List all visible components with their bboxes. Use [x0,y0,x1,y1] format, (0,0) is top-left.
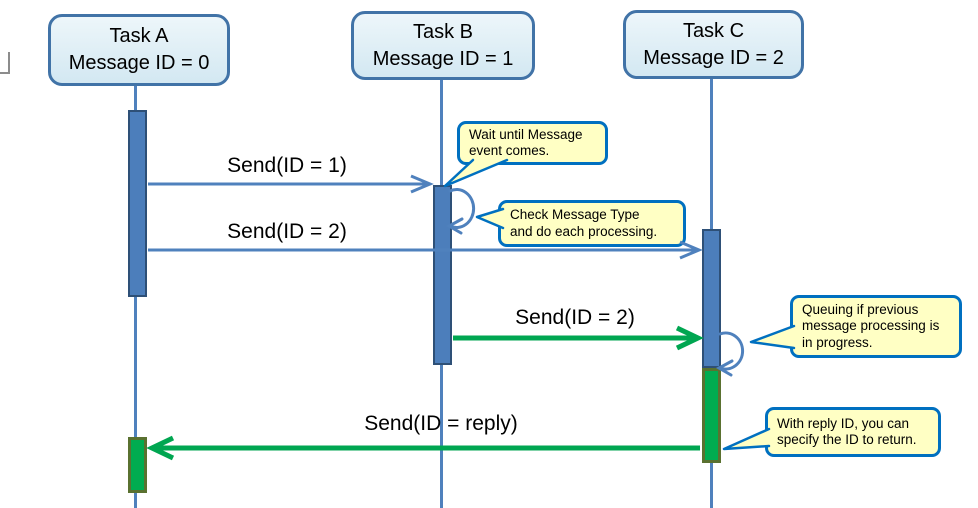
task-b-title: Task B [412,20,474,43]
note-wait-until-message-text: Wait until Message event comes. [469,126,583,159]
note-check-message-type: Check Message Type and do each processin… [498,200,686,247]
label-send-id1: Send(ID = 1) [227,154,347,177]
note-check-tail [475,207,505,230]
note-reply-id-text: With reply ID, you can specify the ID to… [777,415,917,448]
label-send-reply: Send(ID = reply) [364,412,518,435]
arrow-send-reply-head [146,435,175,461]
task-b-subtitle: Message ID = 1 [372,47,514,70]
note-wait-until-message: Wait until Message event comes. [457,121,608,165]
arrow-send-id2-blue-head [679,240,703,260]
label-send-id2-green: Send(ID = 2) [515,306,635,329]
green-activation-task-a [128,437,147,493]
activation-task-a [128,110,147,297]
note-wait-tail [443,158,509,188]
task-c-subtitle: Message ID = 2 [643,46,784,69]
note-check-message-type-text: Check Message Type and do each processin… [510,207,658,239]
activation-task-c [702,229,721,368]
arrow-send-id1-head [410,174,434,194]
label-send-id2-blue: Send(ID = 2) [227,220,347,243]
cropped-shape-artifact [0,52,10,74]
task-box-b: Task B Message ID = 1 [351,11,535,80]
note-reply-tail [722,427,771,451]
self-loop-task-b-head [445,217,464,235]
green-activation-task-c [702,368,721,463]
self-loop-task-b [448,188,476,229]
task-box-a: Task A Message ID = 0 [48,14,230,86]
task-c-title: Task C [682,19,745,42]
self-loop-task-c [718,331,745,371]
self-loop-task-c-head [715,359,734,377]
task-a-title: Task A [109,25,169,47]
note-queuing-text: Queuing if previous message processing i… [802,301,940,350]
note-queuing-tail [749,324,796,350]
activation-task-b [433,185,452,365]
arrow-send-id2-green-head [675,325,704,351]
task-a-subtitle: Message ID = 0 [68,52,210,74]
task-box-c: Task C Message ID = 2 [623,10,804,79]
note-reply-id: With reply ID, you can specify the ID to… [765,407,941,457]
